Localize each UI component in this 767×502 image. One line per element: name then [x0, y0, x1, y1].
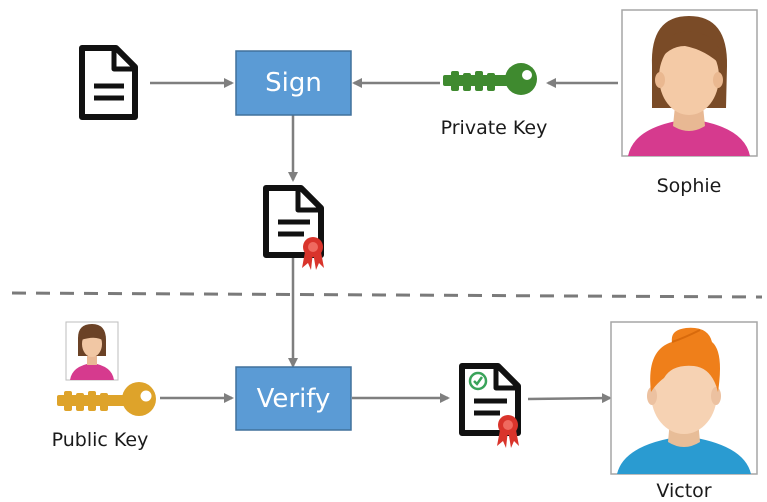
section-divider — [11, 291, 763, 299]
private-key-icon — [443, 63, 537, 95]
seal-icon — [497, 415, 519, 448]
verify-label: Verify — [257, 384, 331, 414]
sign-box: Sign — [235, 50, 352, 116]
document-icon — [79, 45, 138, 120]
seal-icon — [302, 237, 324, 270]
signed-document-icon — [263, 185, 324, 270]
private-key-label: Private Key — [441, 117, 548, 139]
verifier-name: Victor — [656, 480, 711, 502]
arrow-verified-to-victor — [527, 393, 612, 404]
sign-label: Sign — [265, 68, 322, 98]
mini-sophie-avatar — [65, 321, 119, 381]
verified-document-icon — [459, 363, 521, 448]
victor-avatar — [610, 321, 758, 475]
sophie-avatar — [621, 9, 758, 157]
verify-box: Verify — [235, 366, 352, 431]
check-icon — [468, 371, 488, 391]
signer-name: Sophie — [657, 175, 722, 197]
flow-arrows — [150, 78, 618, 404]
public-key-label: Public Key — [52, 429, 149, 451]
public-key-icon — [57, 382, 156, 416]
